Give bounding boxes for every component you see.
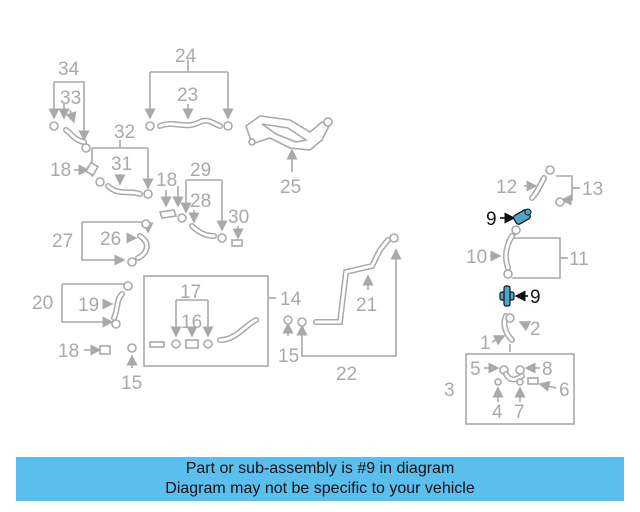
callout-20: 20	[32, 293, 53, 314]
callout-2: 2	[530, 319, 541, 340]
callout-23: 23	[177, 85, 198, 106]
callout-17: 17	[180, 282, 201, 303]
callout-8: 8	[542, 359, 553, 380]
group-24-23	[144, 60, 234, 131]
callout-9-upper[interactable]: 9	[486, 209, 497, 230]
group-29-28	[158, 179, 244, 247]
group-22-21	[282, 233, 402, 357]
group-20-19	[61, 281, 138, 368]
callout-26: 26	[100, 229, 121, 250]
callout-15b: 15	[278, 346, 299, 367]
callout-30: 30	[228, 207, 249, 228]
callout-24: 24	[175, 46, 197, 67]
callout-14: 14	[280, 289, 302, 310]
highlight-part-9-upper[interactable]	[500, 208, 532, 226]
group-14-box	[143, 275, 276, 367]
callout-10: 10	[466, 247, 487, 268]
callout-1: 1	[480, 333, 491, 354]
callout-28: 28	[190, 191, 211, 212]
callout-11: 11	[569, 249, 589, 270]
group-27-26	[81, 219, 154, 267]
callout-15a: 15	[121, 373, 142, 394]
group-12-13	[524, 165, 580, 207]
callout-27: 27	[52, 231, 73, 252]
callout-12: 12	[496, 177, 517, 198]
callout-18b: 18	[156, 170, 177, 191]
clamp-34b	[81, 143, 91, 153]
group-34-33	[48, 81, 91, 153]
callout-9-lower[interactable]: 9	[530, 287, 541, 308]
callout-29: 29	[190, 160, 211, 181]
callout-18c: 18	[58, 341, 79, 362]
highlight-part-9-lower[interactable]	[499, 285, 528, 307]
callout-32: 32	[114, 122, 135, 143]
callout-18a: 18	[50, 160, 71, 181]
group-1-2	[491, 313, 532, 352]
callout-labels: 34 33 24 23 32 31 18 25 29 28 18 30 27 2…	[32, 46, 603, 423]
banner-line-1: Part or sub-assembly is #9 in diagram	[185, 460, 455, 477]
callout-13: 13	[582, 179, 603, 200]
callout-34: 34	[58, 59, 80, 80]
callout-3: 3	[444, 380, 455, 401]
group-25	[245, 115, 333, 172]
callout-31: 31	[111, 154, 132, 175]
group-10-11	[490, 225, 568, 279]
callout-6: 6	[559, 380, 570, 401]
group-32-31	[74, 140, 154, 199]
callout-33: 33	[60, 88, 81, 109]
callout-4: 4	[492, 402, 503, 423]
callout-7: 7	[514, 402, 525, 423]
clamp-34a	[49, 121, 59, 131]
callout-21: 21	[356, 295, 377, 316]
info-banner: Part or sub-assembly is #9 in diagram Di…	[16, 457, 624, 501]
callout-19: 19	[78, 295, 99, 316]
callout-5: 5	[470, 359, 481, 380]
callout-22: 22	[336, 364, 357, 385]
callout-16: 16	[181, 312, 202, 333]
group-3-box	[465, 353, 575, 425]
banner-line-2: Diagram may not be specific to your vehi…	[165, 480, 475, 497]
callout-25: 25	[280, 177, 301, 198]
